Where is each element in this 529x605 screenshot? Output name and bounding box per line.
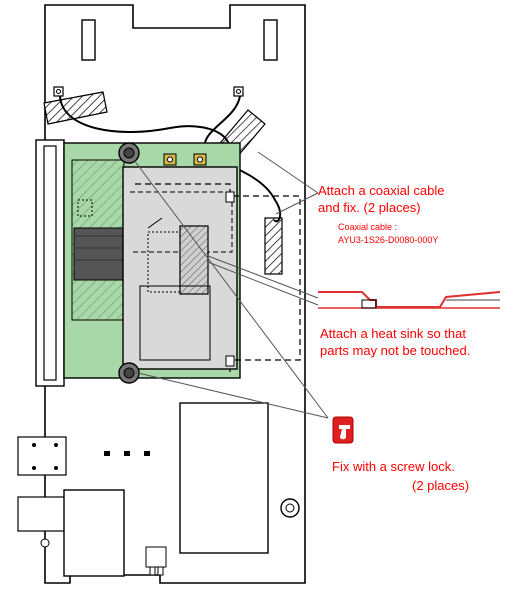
port-block bbox=[18, 497, 66, 531]
cable-label: Coaxial cable : bbox=[338, 222, 397, 232]
lower-chip bbox=[180, 403, 268, 553]
heat-sink-area bbox=[180, 226, 208, 294]
screwlock-note-line1: Fix with a screw lock. bbox=[332, 459, 455, 474]
antenna-connector-left bbox=[54, 87, 63, 96]
screw-lock-adhesive-icon bbox=[333, 417, 353, 443]
antenna-connector-right bbox=[234, 87, 243, 96]
screwlock-note-line2: (2 places) bbox=[412, 478, 469, 493]
cable-part-number: AYU3-1S26-D0080-000Y bbox=[338, 235, 438, 245]
heatsink-note-line1: Attach a heat sink so that bbox=[320, 326, 466, 341]
heatsink-note-line2: parts may not be touched. bbox=[320, 343, 470, 358]
heatsink-section bbox=[318, 292, 500, 307]
coaxial-note-line1: Attach a coaxial cable bbox=[318, 183, 444, 198]
tape-right-vertical bbox=[265, 218, 282, 274]
top-slot-left bbox=[82, 20, 95, 60]
top-slot-right bbox=[264, 20, 277, 60]
coaxial-note-line2: and fix. (2 places) bbox=[318, 200, 421, 215]
